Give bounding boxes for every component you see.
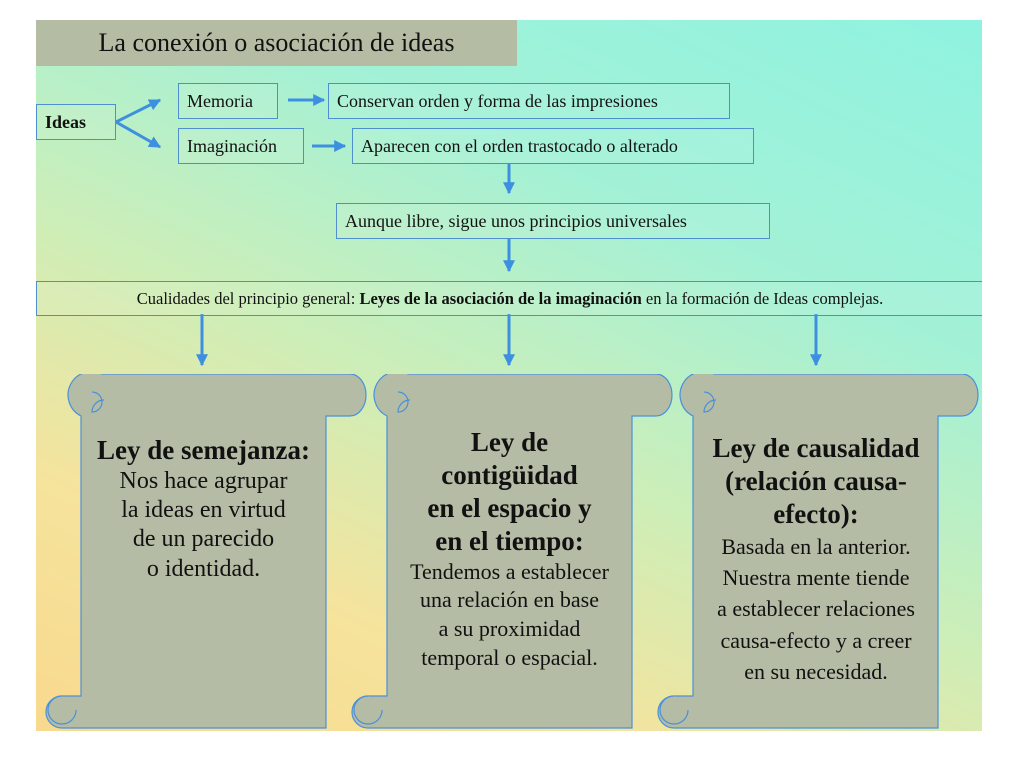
scroll-2-text: Ley de contigüidad en el espacio y en el… xyxy=(387,426,632,672)
memoria-label: Memoria xyxy=(187,90,253,111)
scroll-shape-1 xyxy=(45,374,367,729)
scroll-3-title-line: (relación causa- xyxy=(725,465,907,496)
imaginacion-box: Imaginación xyxy=(178,128,304,164)
scroll-shape-2 xyxy=(351,374,673,729)
scroll-1-body-line: la ideas en virtud xyxy=(121,497,286,524)
ideas-label: Ideas xyxy=(45,111,87,132)
scroll-2-title-line: en el espacio y xyxy=(427,492,592,523)
scroll-1-body-line: o identidad. xyxy=(146,555,261,582)
scroll-2-title-line: contigüidad xyxy=(441,459,578,490)
ideas-box: Ideas xyxy=(36,104,116,140)
scroll-1-body-line: Nos hace agrupar xyxy=(119,467,288,494)
page-title: La conexión o asociación de ideas xyxy=(98,28,455,57)
title-banner: La conexión o asociación de ideas xyxy=(36,20,517,66)
scroll-2-title-line: en el tiempo: xyxy=(435,525,584,556)
scroll-2-body-line: a su proximidad xyxy=(438,615,581,641)
imaginacion-desc-label: Aparecen con el orden trastocado o alter… xyxy=(361,135,678,156)
cualidades-suffix: en la formación de Ideas complejas. xyxy=(641,288,884,308)
arrow-ideas-memoria xyxy=(115,98,162,124)
scroll-2-body-line: Tendemos a establecer xyxy=(410,558,609,584)
arrow-ideas-imaginacion xyxy=(115,120,162,149)
cualidades-prefix: Cualidades del principio general: xyxy=(136,288,360,308)
scroll-1-body-line: de un parecido xyxy=(132,526,275,553)
scroll-3-body-line: Basada en la anterior. xyxy=(721,533,911,559)
scroll-1-text: Ley de semejanza: Nos hace agrupar la id… xyxy=(81,434,326,584)
scroll-2-body-line: temporal o espacial. xyxy=(421,644,598,670)
libre-box: Aunque libre, sigue unos principios univ… xyxy=(336,203,770,239)
scroll-3-body-line: en su necesidad. xyxy=(744,658,888,684)
memoria-desc-box: Conservan orden y forma de las impresion… xyxy=(328,83,730,119)
scroll-3-title-line: efecto): xyxy=(773,498,859,529)
libre-label: Aunque libre, sigue unos principios univ… xyxy=(345,210,687,231)
cualidades-box: Cualidades del principio general: Leyes … xyxy=(36,281,982,316)
memoria-box: Memoria xyxy=(178,83,278,119)
memoria-desc-label: Conservan orden y forma de las impresion… xyxy=(337,90,658,111)
scroll-1-title: Ley de semejanza: xyxy=(97,435,310,465)
imaginacion-desc-box: Aparecen con el orden trastocado o alter… xyxy=(352,128,754,164)
scroll-3-body-line: causa-efecto y a creer xyxy=(720,627,912,653)
scroll-3-body-line: a establecer relaciones xyxy=(717,596,915,622)
imaginacion-label: Imaginación xyxy=(187,135,277,156)
scroll-shape-3 xyxy=(657,374,979,729)
scroll-3-text: Ley de causalidad (relación causa- efect… xyxy=(691,432,941,687)
scroll-3-body-line: Nuestra mente tiende xyxy=(722,565,910,591)
connector-layer xyxy=(115,94,822,367)
slide: La conexión o asociación de ideas Ideas … xyxy=(36,20,982,731)
scroll-3-title-line: Ley de causalidad xyxy=(712,433,920,463)
scroll-2-title-line: Ley de xyxy=(470,427,549,457)
cualidades-bold: Leyes de la asociación de la imaginación xyxy=(359,288,642,308)
scroll-2-body-line: una relación en base xyxy=(420,587,599,613)
